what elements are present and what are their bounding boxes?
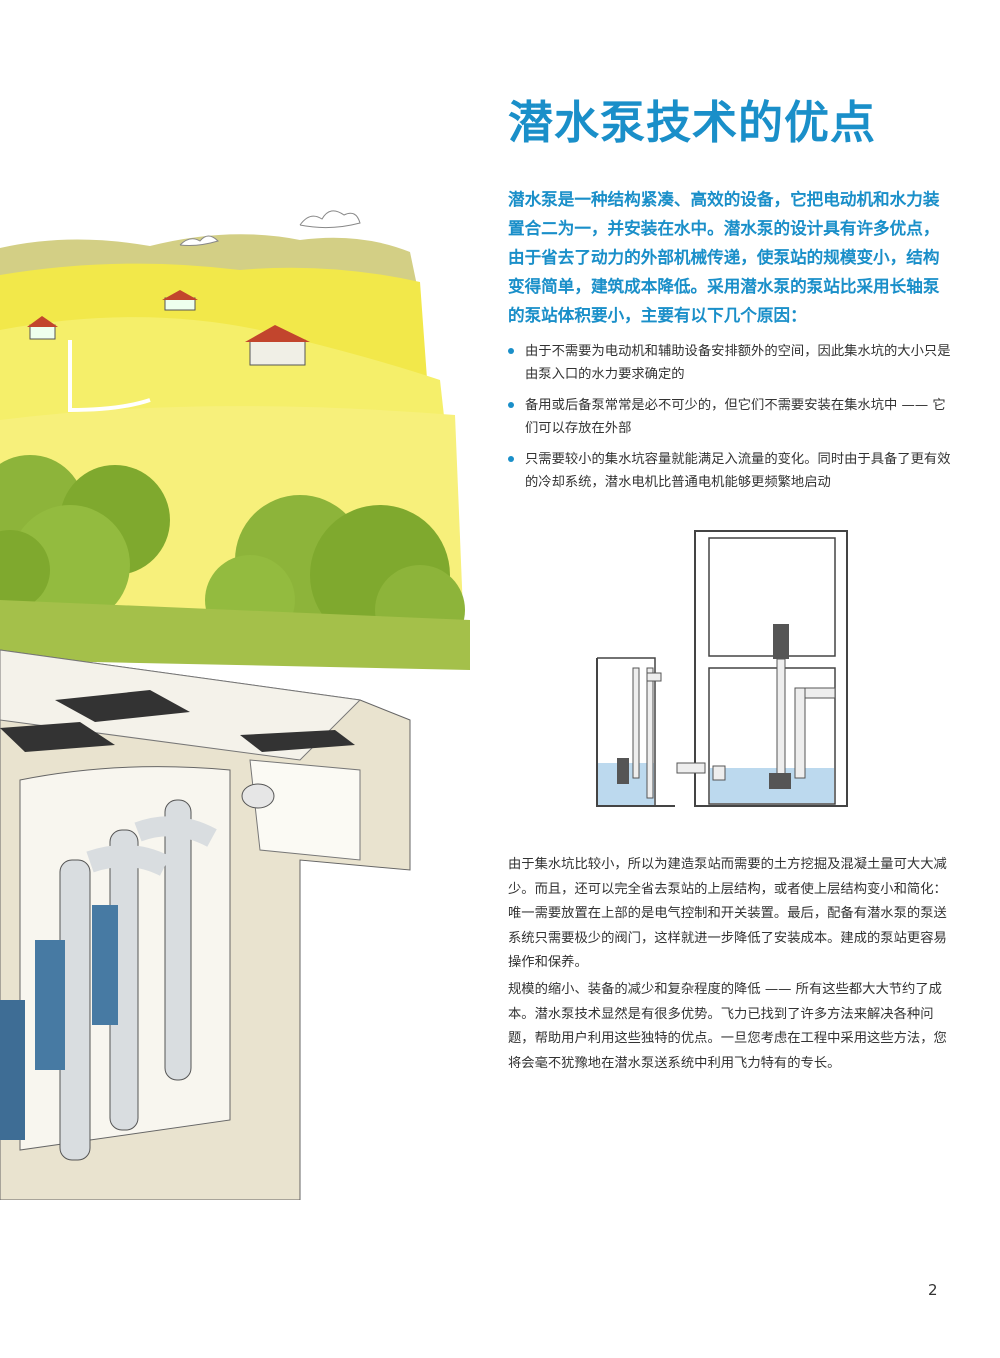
list-item: 由于不需要为电动机和辅助设备安排额外的空间，因此集水坑的大小只是由泵入口的水力要… [508, 340, 953, 386]
list-item-text: 由于不需要为电动机和辅助设备安排额外的空间，因此集水坑的大小只是由泵入口的水力要… [525, 344, 951, 382]
list-item-text: 备用或后备泵常常是必不可少的，但它们不需要安装在集水坑中 —— 它们可以存放在外… [525, 398, 946, 436]
pump-station-illustration [0, 210, 470, 1200]
pump-comparison-diagram [596, 530, 848, 807]
body-paragraph: 由于集水坑比较小，所以为建造泵站而需要的土方挖掘及混凝土量可大大减少。而且，还可… [508, 857, 947, 970]
advantage-list: 由于不需要为电动机和辅助设备安排额外的空间，因此集水坑的大小只是由泵入口的水力要… [508, 340, 953, 502]
bullet-icon [508, 402, 514, 408]
list-item: 只需要较小的集水坑容量就能满足入流量的变化。同时由于具备了更有效的冷却系统，潜水… [508, 448, 953, 494]
list-item: 备用或后备泵常常是必不可少的，但它们不需要安装在集水坑中 —— 它们可以存放在外… [508, 394, 953, 440]
submersible-pit [596, 657, 675, 807]
dry-pit-station [676, 530, 848, 807]
page-number: 2 [928, 1281, 938, 1299]
page-title: 潜水泵技术的优点 [508, 96, 877, 149]
bullet-icon [508, 348, 514, 354]
tree-bushes [0, 455, 470, 670]
pump-sump-cutaway [0, 649, 411, 1200]
list-item-text: 只需要较小的集水坑容量就能满足入流量的变化。同时由于具备了更有效的冷却系统，潜水… [525, 452, 951, 490]
body-paragraph: 规模的缩小、装备的减少和复杂程度的降低 —— 所有这些都大大节约了成本。潜水泵技… [508, 982, 947, 1071]
intro-paragraph: 潜水泵是一种结构紧凑、高效的设备，它把电动机和水力装置合二为一，并安装在水中。潜… [508, 190, 940, 325]
bullet-icon [508, 456, 514, 462]
